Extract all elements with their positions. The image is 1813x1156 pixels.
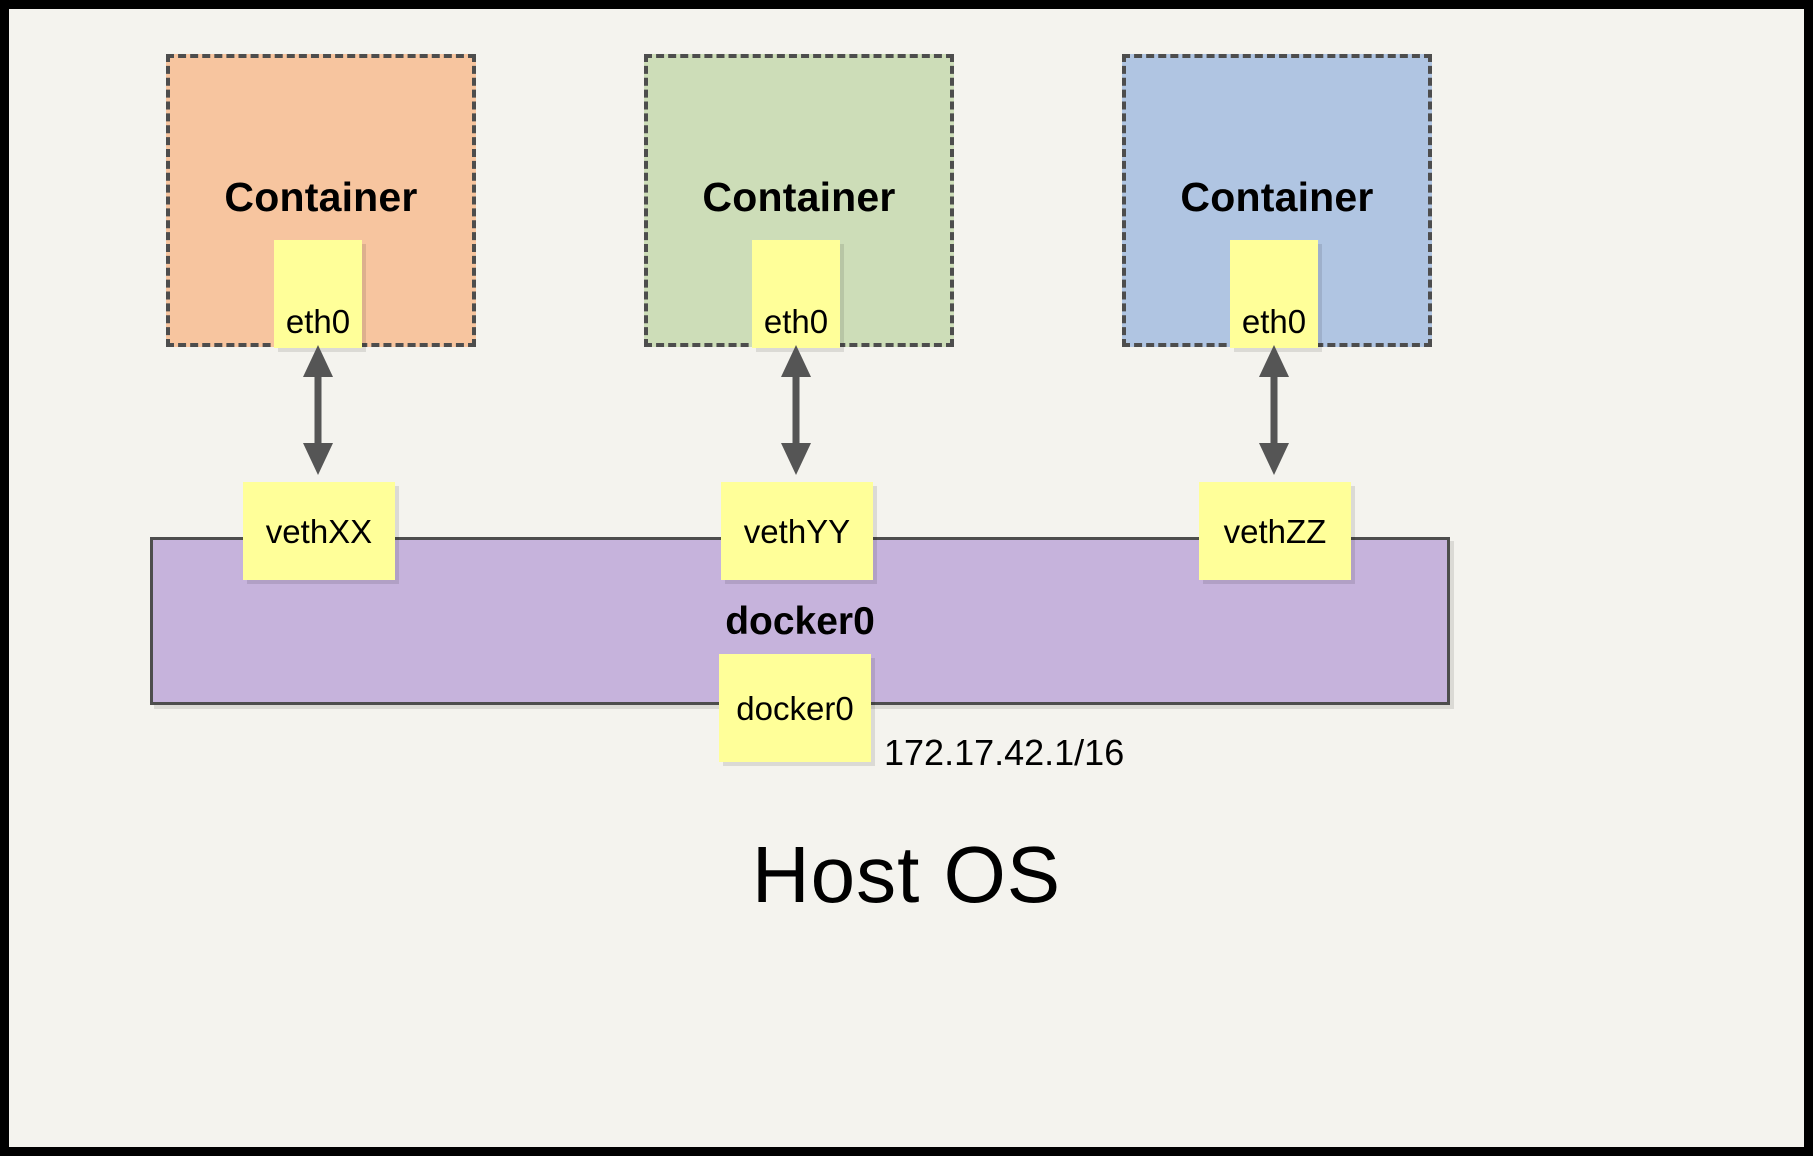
eth0-note-2: eth0 xyxy=(752,240,840,348)
container-title-2: Container xyxy=(702,174,896,220)
eth0-note-3: eth0 xyxy=(1230,240,1318,348)
eth0-label-2: eth0 xyxy=(763,303,829,340)
eth0-label-1: eth0 xyxy=(285,303,351,340)
docker0-bridge-title: docker0 xyxy=(725,600,875,643)
veth-note-2: vethYY xyxy=(721,482,873,580)
veth-label-1: vethXX xyxy=(265,512,373,550)
double-arrow-icon-2 xyxy=(781,345,811,475)
docker0-interface-label: docker0 xyxy=(736,689,854,727)
veth-note-1: vethXX xyxy=(243,482,395,580)
host-os-label: Host OS xyxy=(751,830,1062,919)
eth0-note-1: eth0 xyxy=(274,240,362,348)
veth-note-3: vethZZ xyxy=(1199,482,1351,580)
docker0-interface-note: docker0 xyxy=(719,654,871,762)
veth-label-2: vethYY xyxy=(743,512,851,550)
container-title-1: Container xyxy=(224,174,418,220)
eth0-label-3: eth0 xyxy=(1241,303,1307,340)
double-arrow-icon-3 xyxy=(1259,345,1289,475)
docker0-ip-label: 172.17.42.1/16 xyxy=(884,732,1125,773)
container-title-3: Container xyxy=(1180,174,1374,220)
veth-label-3: vethZZ xyxy=(1223,512,1327,550)
double-arrow-icon-1 xyxy=(303,345,333,475)
